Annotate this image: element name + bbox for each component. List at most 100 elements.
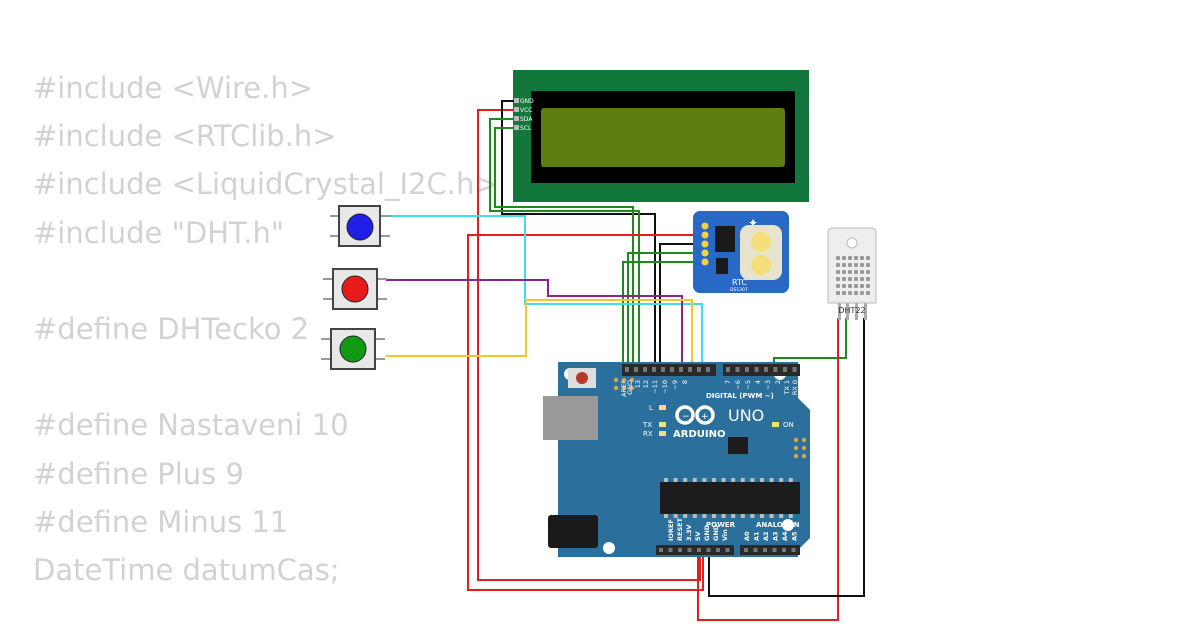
dht-vent <box>854 270 858 274</box>
wire-lcd-gnd[interactable] <box>501 100 656 368</box>
rtc-module[interactable]: ✦ RTC DS1307 <box>693 211 789 293</box>
chip-pin <box>760 478 764 482</box>
chip-pin <box>721 478 726 482</box>
power-pin-label: RESET <box>676 517 684 541</box>
header-hole <box>687 548 692 552</box>
analog-header <box>740 545 800 555</box>
arduino-uno-board[interactable]: L TX RX ON − + UNO ARDUINO DIGITAL (PWM … <box>543 362 810 557</box>
dht-vent <box>842 263 846 267</box>
chip-pin <box>769 514 774 518</box>
header-holes <box>625 367 797 552</box>
button-blue[interactable] <box>330 205 390 247</box>
led-on <box>772 422 779 427</box>
dht-pin <box>864 300 867 320</box>
brand-label: ARDUINO <box>673 429 725 440</box>
header-hole <box>772 548 777 552</box>
dht-vent <box>866 291 870 295</box>
dht-pin <box>846 300 849 320</box>
dht-pin <box>855 300 858 320</box>
led-tx-label: TX <box>642 421 652 429</box>
rtc-chip <box>715 226 735 252</box>
header-hole <box>754 367 759 372</box>
chip-pin <box>731 514 736 518</box>
dht-vent <box>866 284 870 288</box>
dht22-sensor[interactable]: DHT22 <box>827 227 877 320</box>
analog-pin-label: A5 <box>791 531 799 541</box>
dht-vent-grid <box>836 256 870 295</box>
code-line: #include <LiquidCrystal_I2C.h> <box>33 167 499 202</box>
header-hole <box>706 548 711 552</box>
dht-vent <box>836 256 840 260</box>
header-hole <box>726 367 730 372</box>
dht-mount-hole <box>846 237 858 249</box>
header-hole <box>744 548 748 552</box>
dht-vent <box>842 291 846 295</box>
power-pin-label: IOREF <box>667 519 675 541</box>
wire-dht-vcc[interactable] <box>697 318 839 621</box>
wire-rtc-gnd[interactable] <box>659 243 703 368</box>
rtc-battery-contact <box>751 255 771 275</box>
button-cap <box>339 335 367 363</box>
dht-vent <box>860 256 864 260</box>
wire-dht-data[interactable] <box>773 318 847 368</box>
dht-vent <box>842 270 846 274</box>
digital-pin-label: ~6 <box>734 380 742 390</box>
header-hole <box>659 548 663 552</box>
power-header <box>656 545 734 555</box>
wire-lcd-scl[interactable] <box>494 127 634 368</box>
wire-rtc-scl[interactable] <box>622 261 703 368</box>
dht-vent <box>848 291 852 295</box>
lcd-pin-headers <box>514 98 519 130</box>
chip-pin <box>740 514 745 518</box>
wire-rtc-vcc[interactable] <box>467 234 704 591</box>
chip-pin <box>692 514 697 518</box>
header-hole <box>668 548 673 552</box>
header-hole <box>764 367 768 372</box>
code-line: #include <Wire.h> <box>33 71 314 105</box>
dht-vent <box>866 263 870 267</box>
header-hole <box>688 367 692 372</box>
header-hole <box>625 367 629 372</box>
code-line: DateTime datumCas; <box>33 552 340 587</box>
usb-chip <box>728 437 748 454</box>
wire-button-red[interactable] <box>386 279 683 368</box>
header-hole <box>735 367 740 372</box>
button-green[interactable] <box>321 328 385 370</box>
code-line: #define Minus 11 <box>33 504 289 539</box>
wire-rtc-sda[interactable] <box>627 252 703 368</box>
reset-button-cap <box>576 372 588 384</box>
dht-vent <box>860 291 864 295</box>
wire-dht-gnd[interactable] <box>708 318 865 597</box>
button-red[interactable] <box>323 268 387 310</box>
header-hole <box>792 367 797 372</box>
digital-pin-label: AREF <box>620 380 628 397</box>
chip-pin <box>702 478 707 482</box>
arduino-infinity-logo-icon <box>675 405 715 425</box>
code-listing: #include <Wire.h>#include <RTClib.h>#inc… <box>33 64 499 594</box>
header-hole <box>697 367 701 372</box>
digital-pin-label: 2 <box>774 380 782 384</box>
chip-pin <box>750 514 755 518</box>
lcd-pin-scl: SCL <box>520 125 532 132</box>
chip-pin <box>702 514 707 518</box>
button-cap <box>341 275 369 303</box>
dht-vent <box>854 256 858 260</box>
wire-lcd-sda[interactable] <box>489 118 640 368</box>
header-hole <box>725 548 730 552</box>
header-hole <box>679 367 683 372</box>
chip-pin <box>731 478 736 482</box>
dht-vent <box>836 291 840 295</box>
wire-lcd-vcc[interactable] <box>477 109 701 581</box>
digital-header-right <box>723 364 800 376</box>
dht-vent <box>866 270 870 274</box>
lcd-module[interactable]: GND VCC SDA SCL <box>513 70 809 202</box>
mount-hole <box>603 542 615 554</box>
dht-vent <box>860 263 864 267</box>
rtc-battery-holder <box>740 225 782 280</box>
wire-button-green[interactable] <box>386 299 693 368</box>
dht-vent <box>848 277 852 281</box>
digital-pin-label: 4 <box>754 380 762 384</box>
header-hole <box>773 367 778 372</box>
